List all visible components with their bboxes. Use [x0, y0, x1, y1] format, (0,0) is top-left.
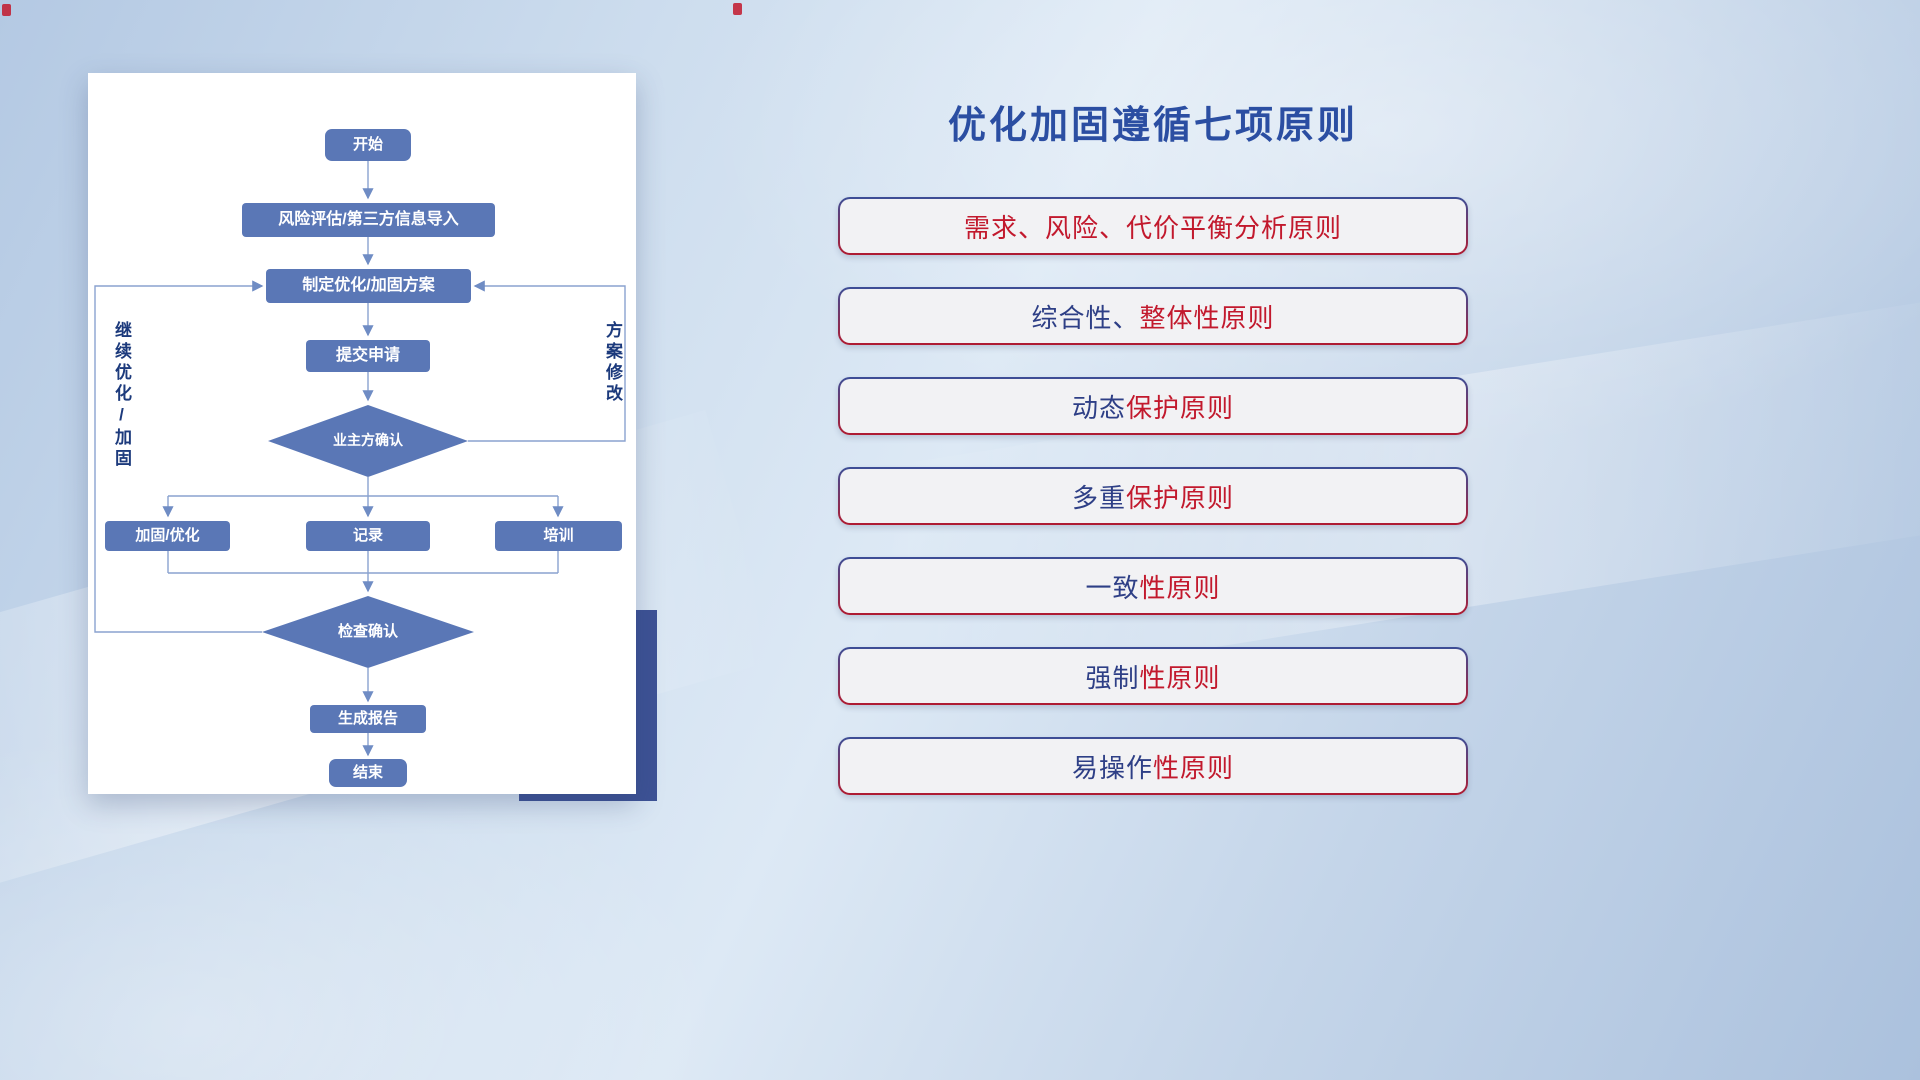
- principle-item: 多重保护原则: [838, 467, 1468, 525]
- principle-item: 需求、风险、代价平衡分析原则: [838, 197, 1468, 255]
- principle-item-label: 一致性原则: [840, 559, 1466, 613]
- flow-node-submit-request: 提交申请: [306, 340, 430, 372]
- principle-text-segment: 保护原则: [1126, 482, 1235, 513]
- corner-red-mark: [2, 4, 11, 16]
- principle-text-segment: 动态: [1071, 392, 1126, 423]
- flow-node-risk-import: 风险评估/第三方信息导入: [242, 203, 495, 237]
- principle-text-segment: 多重: [1071, 482, 1126, 513]
- flow-label-plan-revise: 方案修改: [603, 321, 622, 405]
- principle-text-segment: 综合性、: [1031, 302, 1140, 333]
- principle-text-segment: 需求、风险、代价平衡分析原则: [963, 212, 1342, 243]
- principle-text-segment: 保护原则: [1126, 392, 1235, 423]
- principle-text-segment: 性原则: [1139, 662, 1221, 693]
- flowchart-card: 开始 风险评估/第三方信息导入 制定优化/加固方案 提交申请 业主方确认 加固/…: [88, 73, 636, 794]
- principle-item: 综合性、整体性原则: [838, 287, 1468, 345]
- flow-node-start: 开始: [325, 129, 411, 161]
- principle-text-segment: 整体性原则: [1139, 302, 1275, 333]
- principle-text-segment: 性原则: [1153, 752, 1235, 783]
- flow-node-reinforce-optimize: 加固/优化: [105, 521, 230, 551]
- principle-item-label: 强制性原则: [840, 649, 1466, 703]
- principle-item-label: 需求、风险、代价平衡分析原则: [840, 199, 1466, 253]
- page-title: 优化加固遵循七项原则: [947, 105, 1358, 147]
- principles-list: 需求、风险、代价平衡分析原则综合性、整体性原则动态保护原则多重保护原则一致性原则…: [838, 197, 1468, 795]
- principle-item: 一致性原则: [838, 557, 1468, 615]
- top-red-mark: [733, 3, 742, 15]
- principle-item: 强制性原则: [838, 647, 1468, 705]
- principle-text-segment: 一致: [1085, 572, 1140, 603]
- flow-node-training: 培训: [495, 521, 622, 551]
- flow-node-generate-report: 生成报告: [310, 705, 426, 733]
- principle-item-label: 易操作性原则: [840, 739, 1466, 793]
- principle-item-label: 综合性、整体性原则: [840, 289, 1466, 343]
- principle-text-segment: 易操作: [1071, 752, 1153, 783]
- principle-text-segment: 性原则: [1139, 572, 1221, 603]
- principle-item-label: 多重保护原则: [840, 469, 1466, 523]
- principle-item-label: 动态保护原则: [840, 379, 1466, 433]
- flow-node-record: 记录: [306, 521, 430, 551]
- principle-text-segment: 强制: [1085, 662, 1140, 693]
- principle-item: 易操作性原则: [838, 737, 1468, 795]
- flow-node-end: 结束: [329, 759, 407, 787]
- principle-item: 动态保护原则: [838, 377, 1468, 435]
- flow-node-make-plan: 制定优化/加固方案: [266, 269, 471, 303]
- flow-label-continue-optimize: 继续优化/加固: [112, 321, 131, 470]
- flowchart-connectors: [94, 161, 626, 757]
